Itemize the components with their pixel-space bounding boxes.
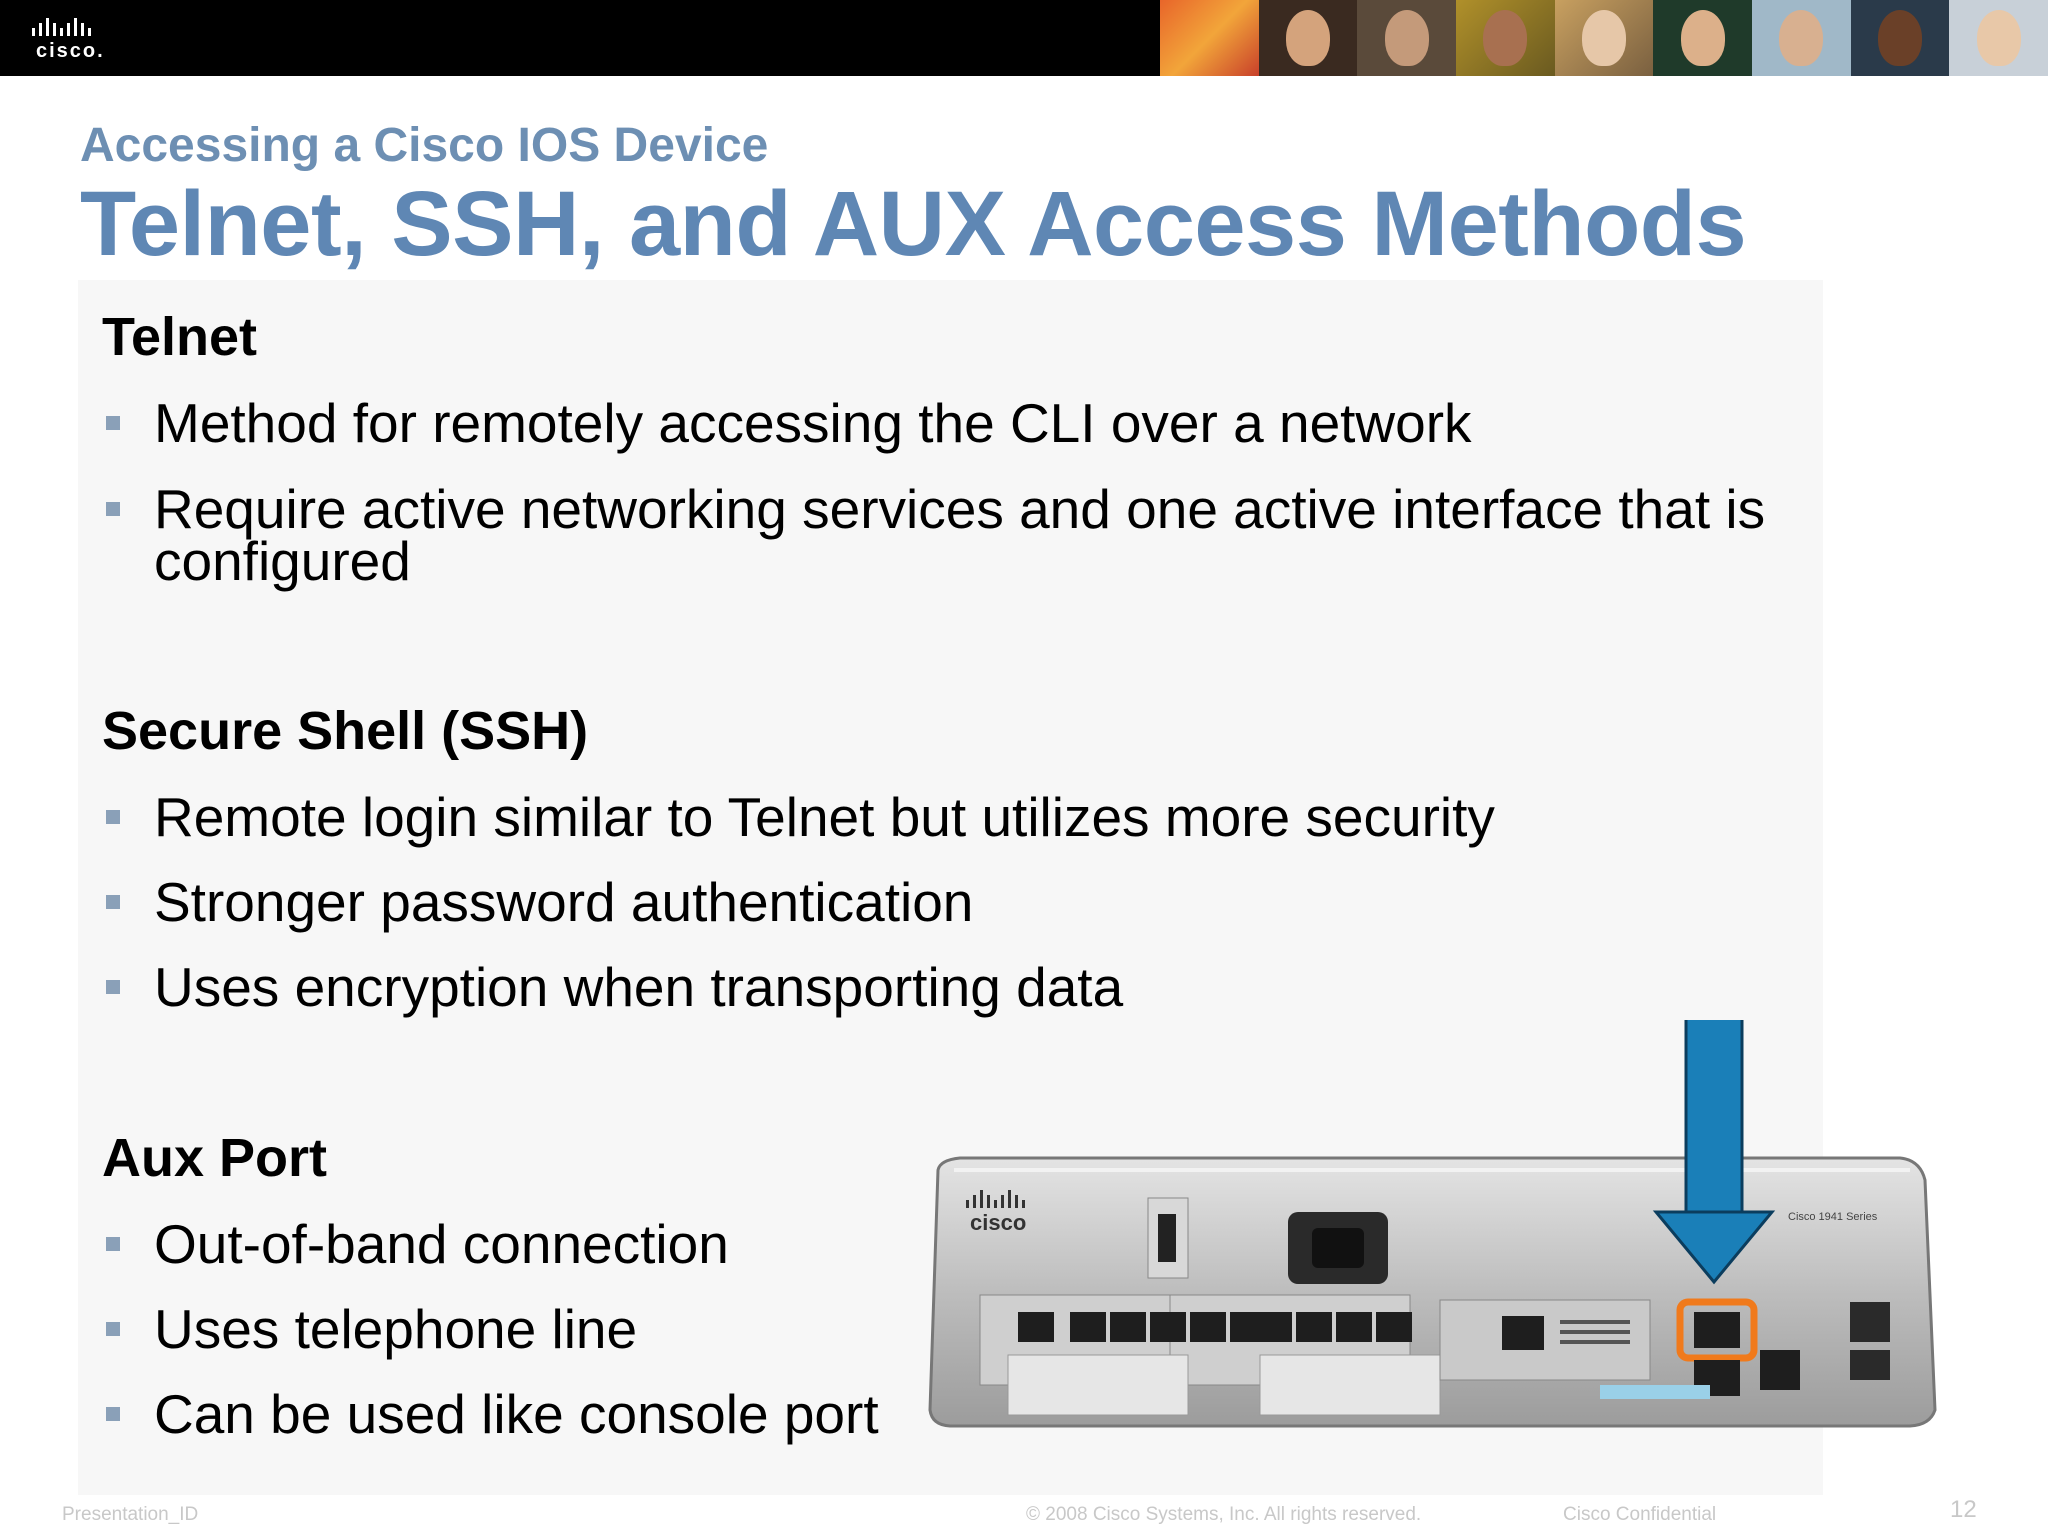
bullet-square-icon — [106, 502, 120, 516]
section-heading-aux-port: Aux Port — [102, 1128, 328, 1188]
footer-confidential: Cisco Confidential — [1563, 1504, 1717, 1525]
router-rear-panel-image: cisco Cisco 1941 Series — [928, 1020, 1937, 1428]
bullet-square-icon — [106, 1237, 120, 1251]
router-logo-text: cisco — [970, 1210, 1026, 1235]
header-photo — [1653, 0, 1753, 76]
header-photo — [1258, 0, 1358, 76]
down-arrow-icon — [1652, 1020, 1776, 1285]
router-model-label: Cisco 1941 Series — [1788, 1211, 1878, 1223]
bullet-square-icon — [106, 895, 120, 909]
cisco-logo-icon — [32, 18, 91, 36]
page-number: 12 — [1950, 1496, 1977, 1523]
header-photo — [1949, 0, 2048, 76]
router-cisco-logo-icon — [966, 1190, 1025, 1208]
section-heading-telnet: Telnet — [102, 307, 258, 367]
bullet-square-icon — [106, 980, 120, 994]
header-photo — [1850, 0, 1950, 76]
aux-port-highlight — [1676, 1298, 1758, 1362]
header-photo — [1752, 0, 1851, 76]
bullet-square-icon — [106, 416, 120, 430]
header-photo-strip — [1160, 0, 2048, 76]
footer-presentation-id: Presentation_ID — [62, 1504, 199, 1525]
header-photo — [1160, 0, 1259, 76]
footer-copyright: © 2008 Cisco Systems, Inc. All rights re… — [1026, 1504, 1422, 1525]
bullet-square-icon — [106, 810, 120, 824]
slide-subtitle: Accessing a Cisco IOS Device — [80, 119, 769, 172]
bullet-square-icon — [106, 1407, 120, 1421]
header-bar: cisco. — [0, 0, 2048, 76]
cisco-logo-text: cisco. — [36, 40, 105, 62]
bullet-square-icon — [106, 1322, 120, 1336]
header-photo — [1554, 0, 1654, 76]
aux-port — [1694, 1312, 1740, 1348]
section-heading-ssh: Secure Shell (SSH) — [102, 701, 589, 761]
slide-title: Telnet, SSH, and AUX Access Methods — [80, 173, 1747, 275]
header-photo — [1456, 0, 1555, 76]
header-photo — [1357, 0, 1457, 76]
